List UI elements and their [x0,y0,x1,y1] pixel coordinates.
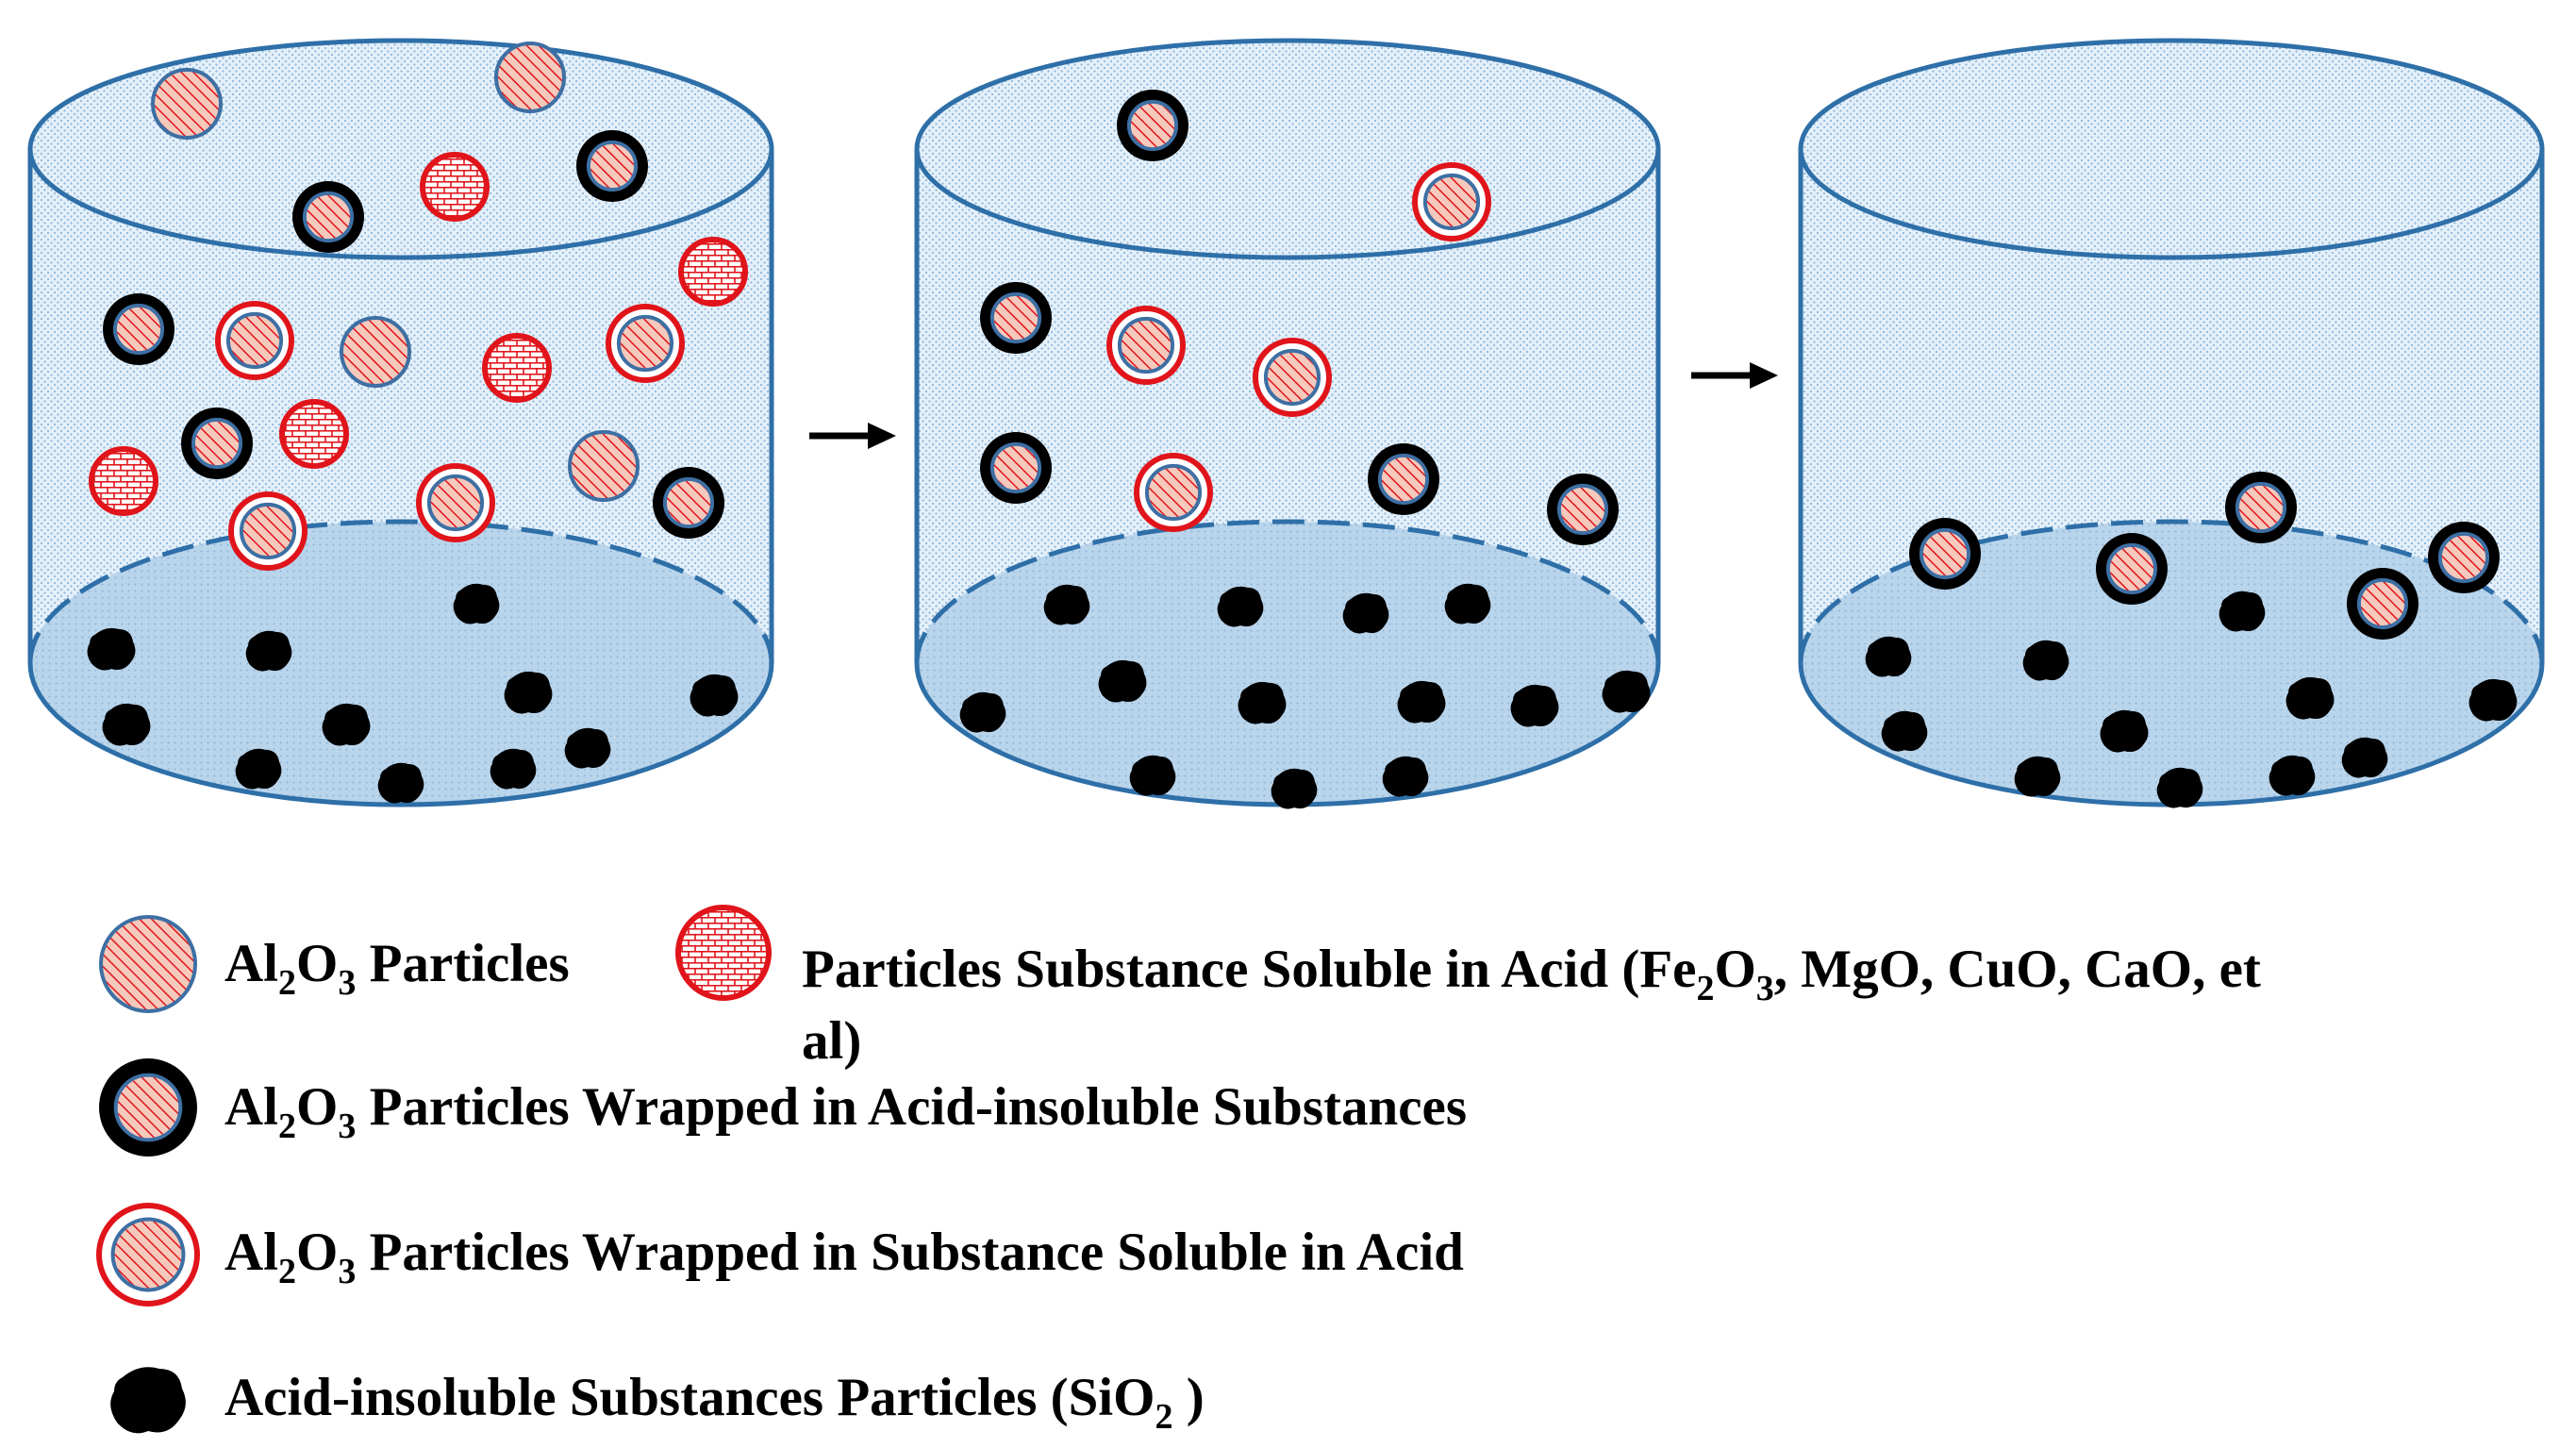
al2o3-wrapped-soluble-particle [416,463,495,542]
al2o3-wrapped-insoluble-particle [1117,90,1188,161]
arrow-right-icon [809,423,896,449]
legend-label-sio2: Acid-insoluble Substances Particles (SiO… [224,1368,1205,1437]
container-bottom-back-edge [27,519,774,664]
particles [87,42,748,804]
container-top-rim [1798,38,2545,260]
legend-label-soluble: Particles Substance Soluble in Acid (Fe2… [802,940,2261,1008]
container-bottom-back-edge [914,519,1661,664]
al2o3-wrapped-insoluble-particle [292,181,364,253]
al2o3-wrapped-insoluble-particle [1368,443,1439,515]
legend-label-al2o3: Al2O3 Particles [224,934,570,1003]
al2o3-wrapped-insoluble-particle [980,432,1052,504]
container-bottom-front-edge [27,662,774,807]
wrapped-soluble-particle-icon [96,1203,200,1307]
legend: Al2O3 Particles Particles Substance Solu… [96,905,2261,1437]
al2o3-wrapped-insoluble-particle [2428,522,2500,593]
al2o3-wrapped-soluble-particle [215,301,294,380]
al2o3-particle [568,430,640,502]
soluble-particle [482,333,552,403]
soluble-particle [678,237,748,307]
al2o3-particle-icon [99,915,197,1013]
al2o3-particle [151,68,223,140]
al2o3-wrapped-soluble-particle [96,1203,200,1307]
al2o3-wrapped-soluble-particle [1134,453,1213,532]
legend-label-wrapped-soluble: Al2O3 Particles Wrapped in Substance Sol… [224,1223,1464,1291]
al2o3-particle [340,316,411,388]
al2o3-wrapped-soluble-particle [1412,162,1491,241]
al2o3-wrapped-insoluble-particle [653,467,724,539]
al2o3-wrapped-insoluble-particle [576,130,648,202]
soluble-particle [420,152,490,222]
al2o3-wrapped-insoluble-particle [103,293,175,365]
container-3 [1798,38,2545,808]
container-2 [914,38,1661,809]
al2o3-wrapped-insoluble-particle [2347,568,2418,640]
container-top-rim [27,38,774,260]
al2o3-wrapped-soluble-particle [1253,338,1332,417]
container-1 [27,38,774,807]
al2o3-wrapped-insoluble-particle [2225,472,2297,543]
sio2-particle [110,1367,186,1434]
containers [27,38,2545,809]
al2o3-wrapped-insoluble-particle [99,1058,197,1157]
al2o3-wrapped-soluble-particle [228,491,307,571]
particles [1865,472,2518,808]
soluble-particle [675,905,772,1001]
al2o3-particle [99,915,197,1013]
wrapped-insoluble-particle-icon [99,1058,197,1157]
al2o3-wrapped-soluble-particle [1106,306,1186,385]
container-top-rim [914,38,1661,260]
al2o3-particle [494,42,566,113]
al2o3-wrapped-insoluble-particle [1547,474,1619,545]
soluble-particle [279,399,349,469]
legend-label-wrapped-insoluble: Al2O3 Particles Wrapped in Acid-insolubl… [224,1077,1467,1146]
al2o3-wrapped-insoluble-particle [181,408,253,479]
sio2-particle-icon [110,1367,186,1434]
al2o3-wrapped-soluble-particle [606,304,685,383]
particles [959,90,1651,809]
soluble-particle [89,446,158,516]
soluble-particle-icon [675,905,772,1001]
legend-label-soluble-line2: al) [802,1011,861,1071]
al2o3-wrapped-insoluble-particle [980,282,1052,354]
arrow-right-icon [1691,362,1778,389]
al2o3-wrapped-insoluble-particle [1909,518,1981,590]
container-bottom-back-edge [1798,519,2545,664]
al2o3-wrapped-insoluble-particle [2096,533,2168,605]
